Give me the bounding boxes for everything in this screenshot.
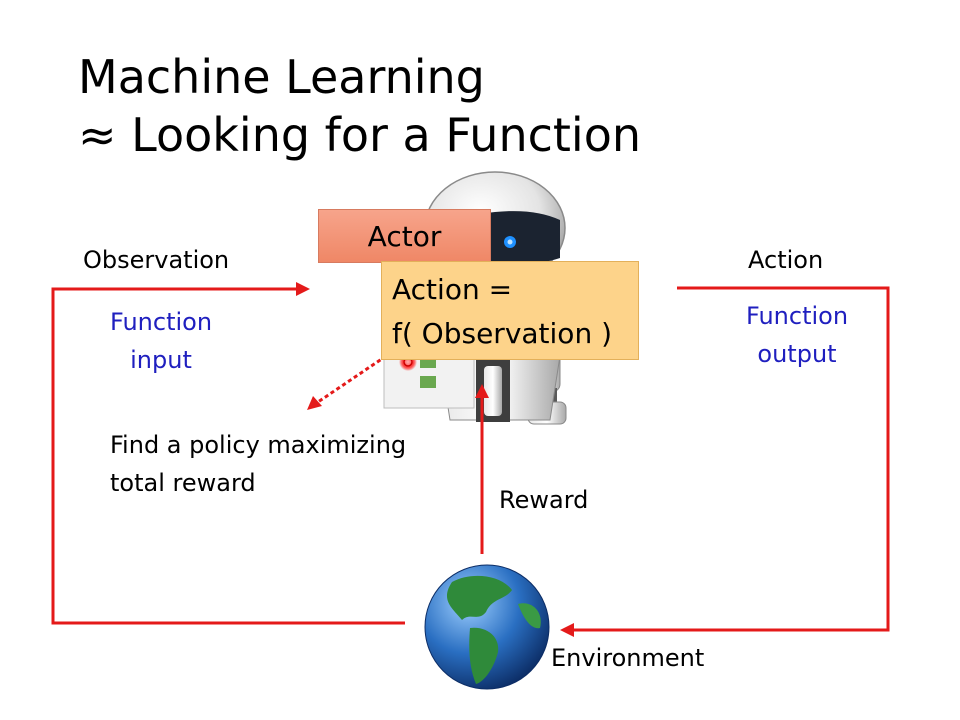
reward-arrowhead-icon (475, 384, 489, 398)
title-line-1: Machine Learning (78, 50, 485, 104)
function-output-line-2: output (757, 340, 837, 368)
observation-arrowhead-icon (296, 282, 310, 296)
title-line-2: ≈ Looking for a Function (78, 108, 642, 162)
function-box: Action = f( Observation ) (381, 261, 639, 360)
action-label: Action (748, 246, 824, 274)
function-input-line-2: input (130, 346, 192, 374)
feedback-loop-arrows (51, 286, 890, 632)
environment-label: Environment (551, 644, 705, 672)
function-input-label: Function input (100, 303, 222, 379)
slide-title: Machine Learning ≈ Looking for a Functio… (78, 48, 641, 164)
policy-dotted-arrow (307, 350, 393, 410)
function-output-line-1: Function (745, 302, 849, 330)
policy-description: Find a policy maximizing total reward (110, 426, 406, 502)
function-input-line-1: Function (109, 308, 213, 336)
observation-arrow-path (51, 287, 405, 625)
function-line-2: f( Observation ) (392, 317, 613, 350)
action-arrow-path (572, 286, 890, 632)
earth-globe-illustration (424, 564, 550, 690)
actor-box: Actor (318, 209, 491, 263)
actor-label: Actor (367, 220, 442, 253)
policy-line-2: total reward (110, 469, 256, 497)
arrow-heads (296, 282, 574, 637)
function-output-label: Function output (735, 297, 859, 373)
function-line-1: Action = (392, 273, 513, 306)
policy-line-1: Find a policy maximizing (110, 431, 407, 459)
policy-arrowhead-icon (307, 396, 322, 410)
environment-arrowhead-icon (560, 623, 574, 637)
observation-label: Observation (83, 246, 230, 274)
reward-label: Reward (499, 486, 589, 514)
